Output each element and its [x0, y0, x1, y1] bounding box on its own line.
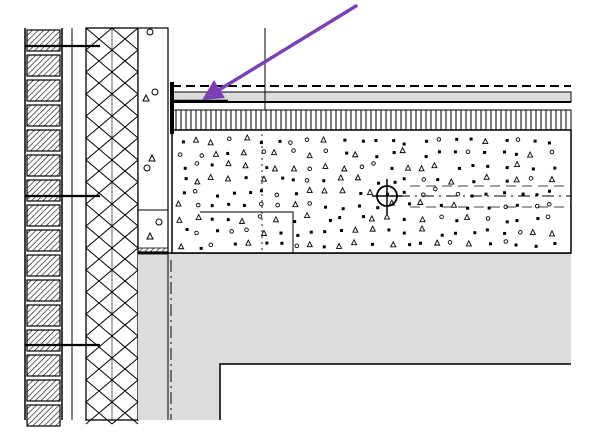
brick-unit — [26, 304, 61, 327]
concrete-slab-aggregate — [175, 133, 557, 250]
membrane-corner — [170, 82, 228, 134]
brick-unit — [26, 279, 61, 302]
brick-unit — [26, 179, 61, 202]
brick-masonry-layer — [24, 28, 73, 427]
brick-unit — [26, 79, 61, 102]
concrete-block-layer — [137, 27, 169, 253]
brick-unit — [26, 404, 61, 427]
thermal-insulation-layer — [85, 27, 139, 425]
brick-unit — [26, 354, 61, 377]
brick-unit — [26, 229, 61, 252]
brick-unit — [26, 254, 61, 277]
floor-buildup — [171, 85, 572, 254]
reference-lines — [200, 28, 571, 253]
wall-ties — [25, 44, 100, 347]
brick-unit — [26, 329, 61, 352]
brick-unit — [26, 29, 61, 52]
brick-unit — [26, 379, 61, 402]
brick-unit — [26, 154, 61, 177]
brick-unit — [26, 104, 61, 127]
brick-unit — [26, 129, 61, 152]
concrete-slab — [137, 247, 571, 420]
acoustic-insulation-layer — [171, 109, 572, 131]
section-marker — [372, 179, 402, 214]
brick-unit — [26, 204, 61, 227]
brick-unit — [26, 54, 61, 77]
annotation-arrow — [202, 4, 358, 100]
